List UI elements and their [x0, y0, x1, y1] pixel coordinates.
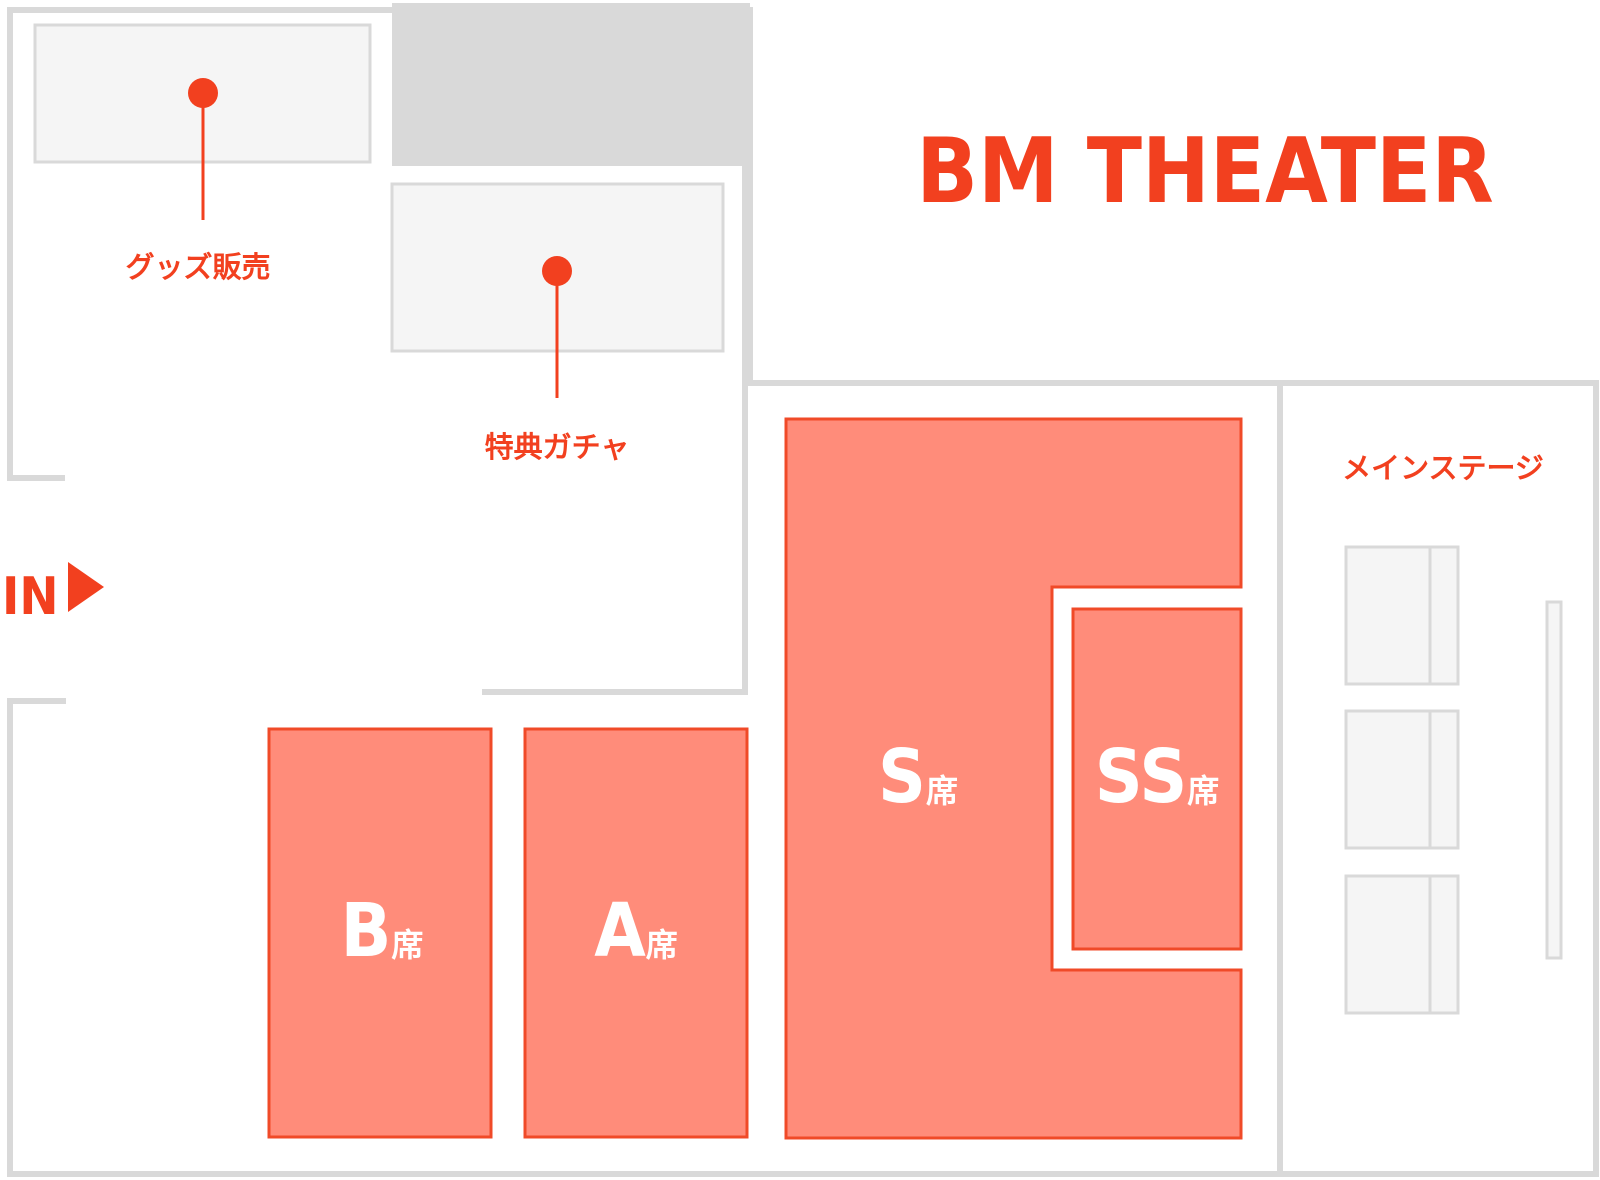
seat-area-b[interactable] [267, 727, 493, 1139]
seat-label-ss: SS席 [1095, 734, 1220, 820]
stage-bar [1545, 600, 1563, 960]
stage-block-1 [1344, 545, 1460, 686]
seat-label-b: B席 [341, 888, 424, 974]
gacha-label: 特典ガチャ [485, 430, 630, 464]
stage-block-3 [1344, 874, 1460, 1015]
seat-area-ss[interactable] [1071, 607, 1243, 951]
seat-label-a: A席 [594, 888, 678, 974]
stage-equipment [1344, 545, 1563, 1015]
storage-room [392, 3, 750, 163]
seat-area-s[interactable] [784, 417, 1243, 1140]
goods-pin-icon [188, 78, 218, 108]
venue-title: BM THEATER [916, 119, 1493, 224]
stage-label: メインステージ [1342, 451, 1544, 485]
goods-label: グッズ販売 [125, 250, 270, 284]
seat-area-a[interactable] [523, 727, 749, 1139]
stage-block-2 [1344, 709, 1460, 850]
seat-label-s: S席 [878, 734, 958, 820]
entrance-arrow-icon [68, 562, 104, 612]
entrance-label: IN [2, 567, 59, 627]
hall-walls [745, 7, 1599, 1177]
gacha-pin-icon [542, 256, 572, 286]
lobby-walls [7, 3, 1280, 1177]
